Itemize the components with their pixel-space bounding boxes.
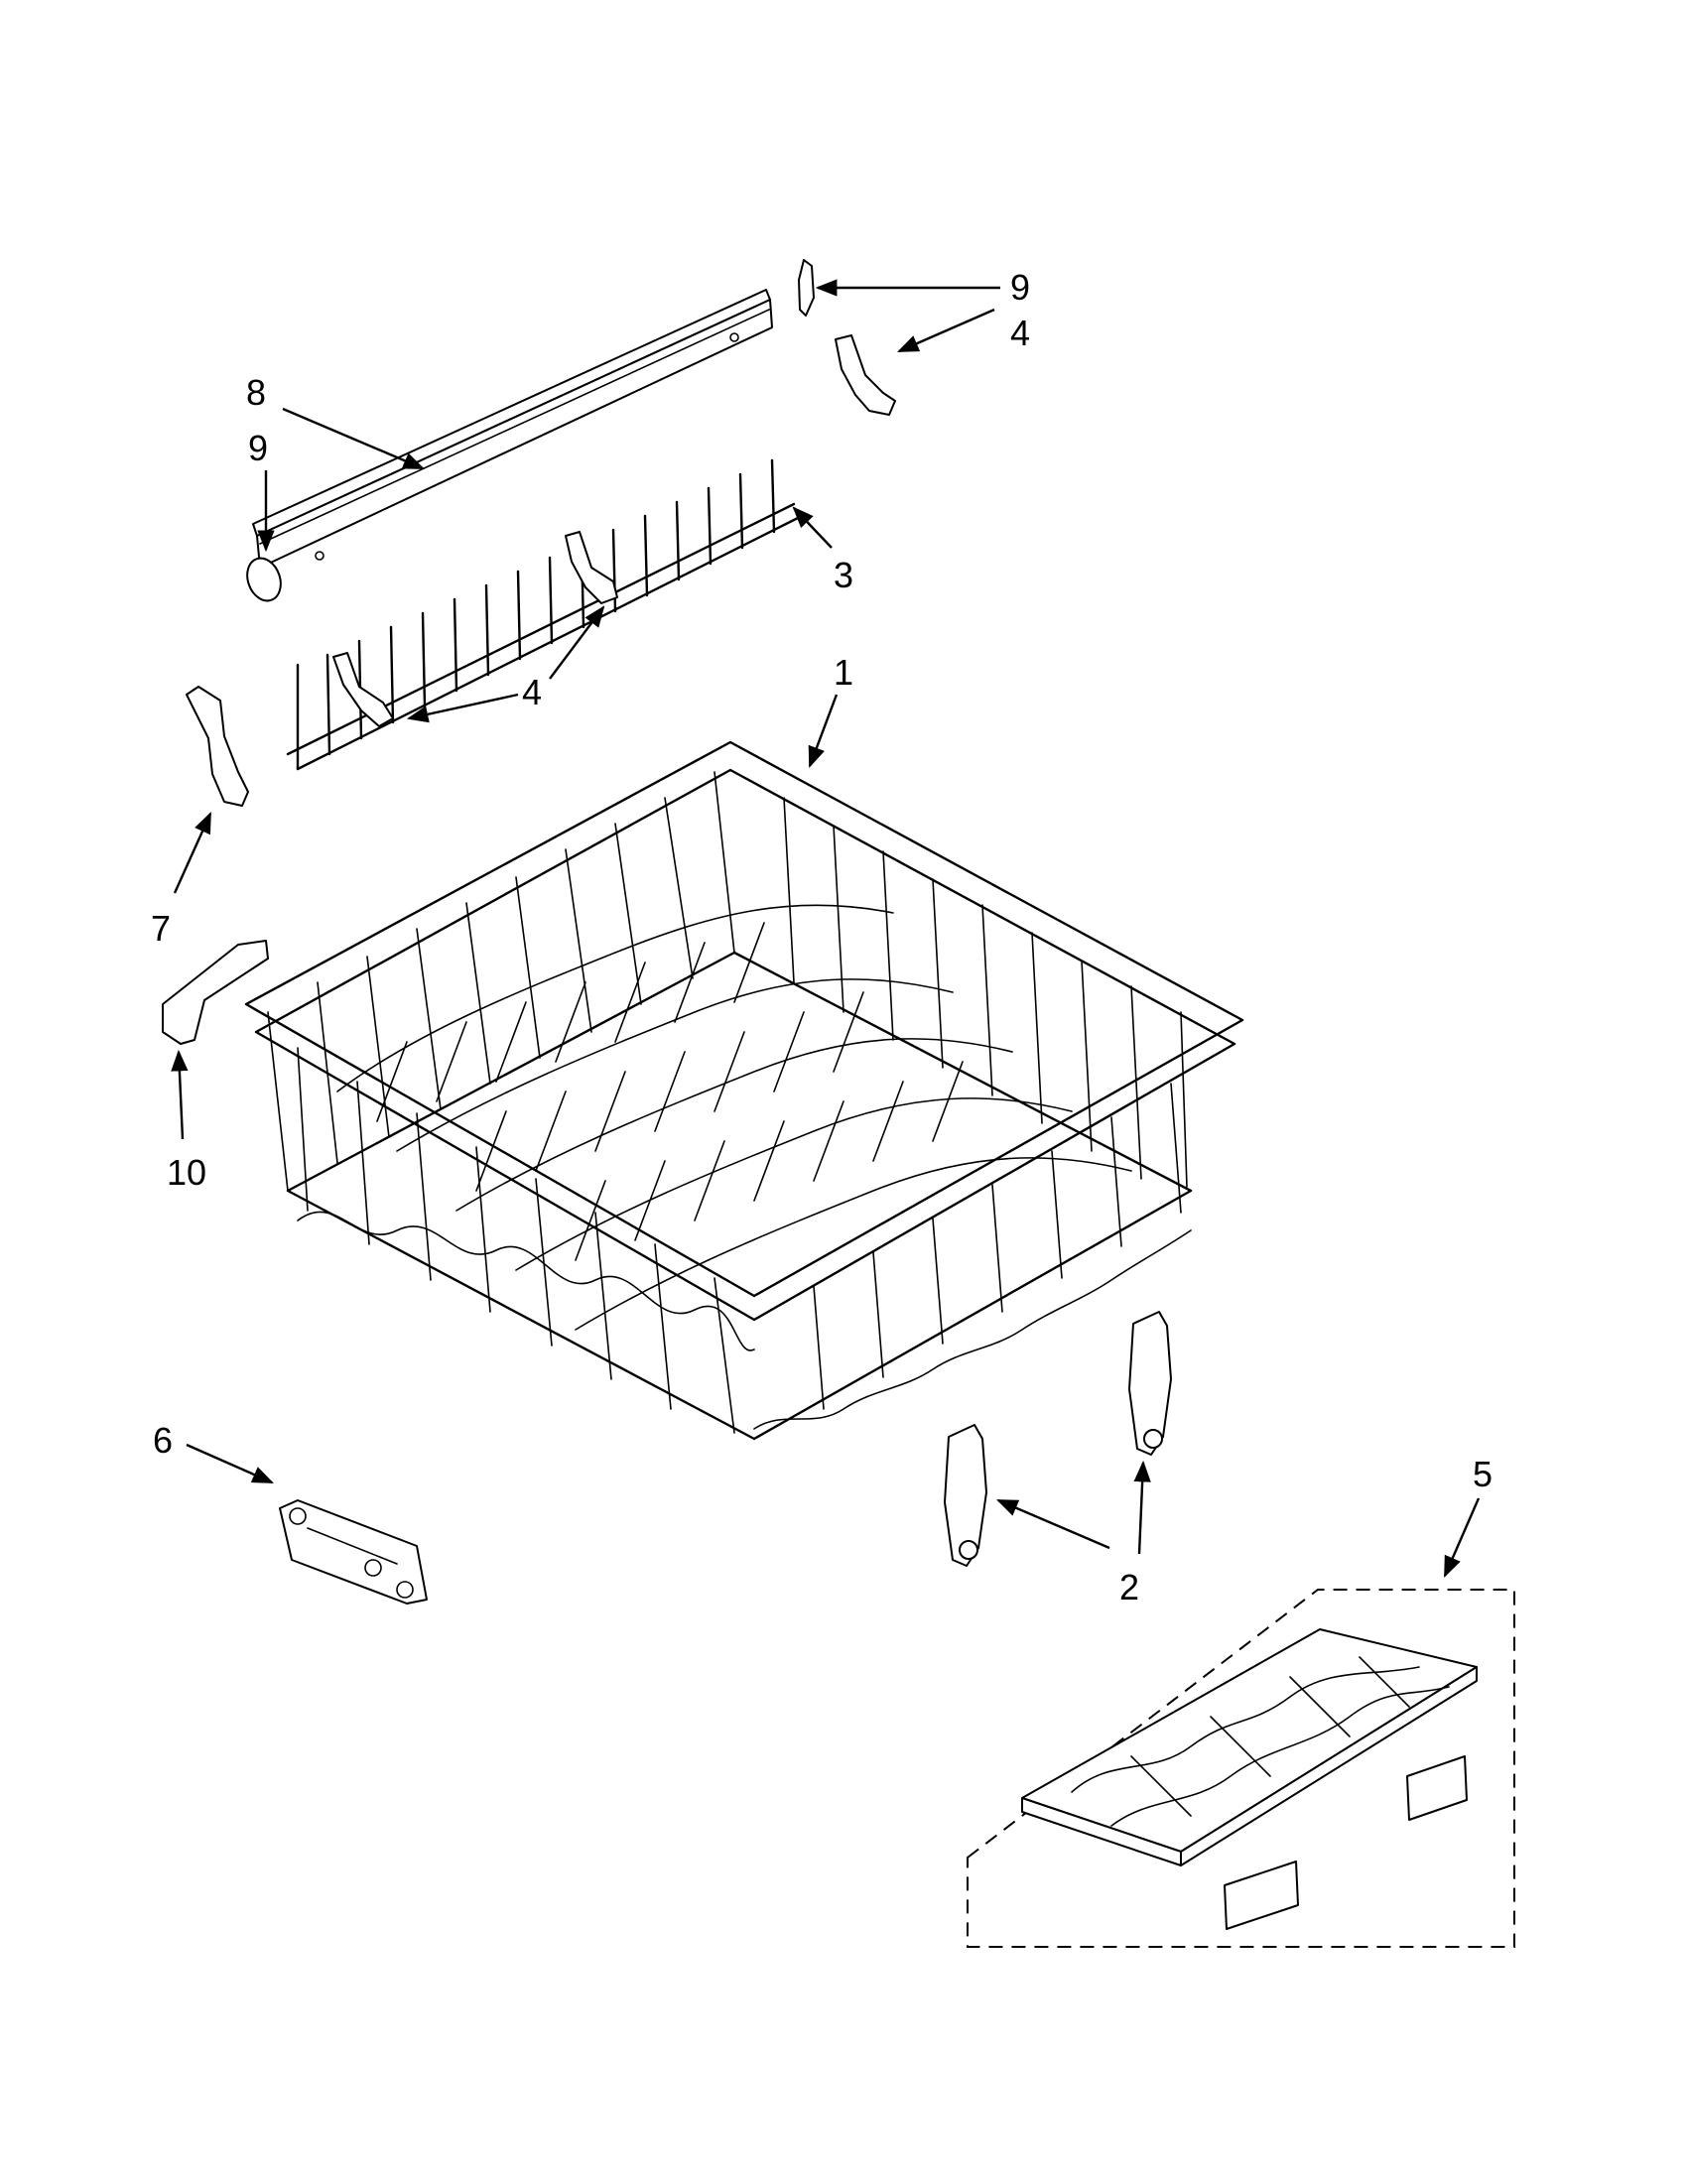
- part-4-clip-left: [332, 652, 394, 727]
- part-1-upper-rack: [244, 740, 1244, 1441]
- part-7-bracket: [186, 686, 249, 807]
- part-6-housing: [279, 1499, 428, 1605]
- part-4-clip-top: [835, 334, 896, 416]
- part-2-adjuster-upper: [1128, 1311, 1172, 1456]
- callout-8: 8: [246, 372, 266, 413]
- callout-7: 7: [151, 908, 171, 949]
- part-4-clip-middle: [565, 531, 618, 604]
- callout-4-top: 4: [1010, 313, 1030, 353]
- callout-labels: 9 4 8 9 3 4 1 7 10 6 2 5: [151, 267, 1493, 1607]
- part-9-end-cap-left: [246, 557, 282, 602]
- leader-lines: [171, 279, 1481, 1578]
- callout-4-middle: 4: [522, 672, 542, 712]
- callout-3: 3: [834, 555, 853, 595]
- callout-5: 5: [1473, 1454, 1493, 1494]
- callout-2: 2: [1119, 1567, 1139, 1607]
- part-5-kit: [967, 1589, 1515, 1948]
- callout-9-top: 9: [1010, 267, 1030, 308]
- part-9-end-cap-top: [798, 259, 815, 317]
- part-2-adjuster-lower: [944, 1424, 987, 1567]
- part-8-rail: [252, 289, 773, 569]
- part-10-handle: [162, 940, 269, 1045]
- callout-9-left: 9: [248, 428, 268, 468]
- callout-10: 10: [167, 1152, 206, 1193]
- callout-1: 1: [834, 652, 853, 693]
- callout-6: 6: [153, 1420, 173, 1461]
